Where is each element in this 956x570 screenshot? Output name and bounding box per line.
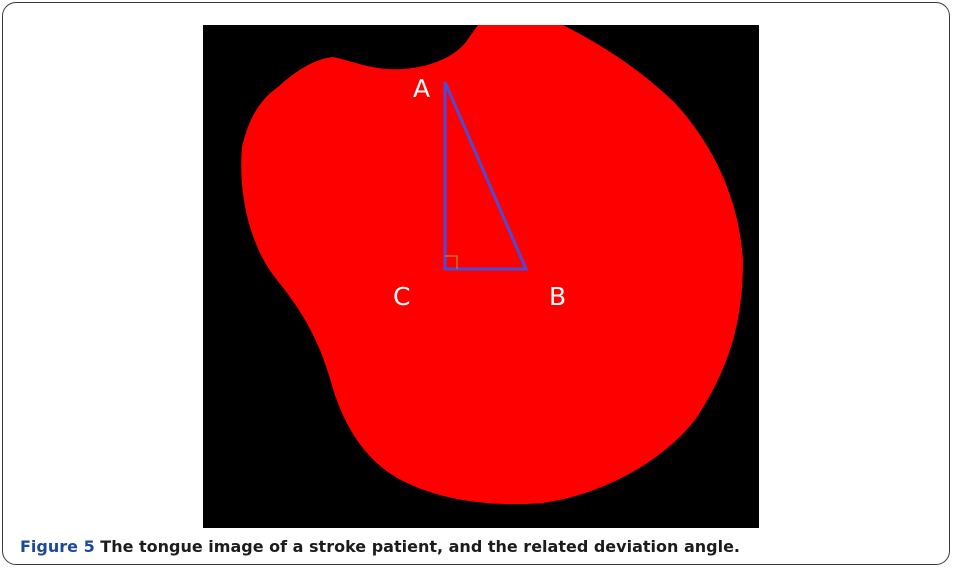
tongue-image: A B C [203,25,759,528]
figure-caption: Figure 5 The tongue image of a stroke pa… [20,537,740,556]
caption-text: The tongue image of a stroke patient, an… [100,537,741,556]
tongue-region [241,25,743,505]
point-label-a: A [413,74,430,103]
point-label-c: C [393,282,410,311]
deviation-triangle [443,81,529,271]
figure-frame: A B C Figure 5 The tongue image of a str… [2,2,950,565]
right-angle-marker [445,255,458,269]
point-label-b: B [549,282,566,311]
figure-label: Figure 5 [20,537,95,556]
